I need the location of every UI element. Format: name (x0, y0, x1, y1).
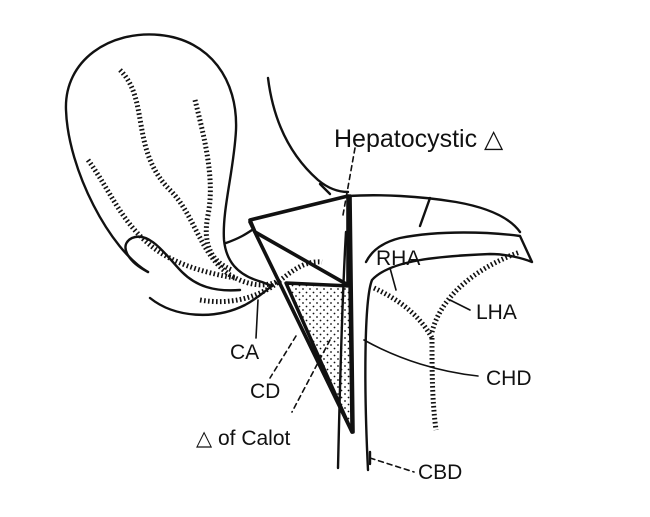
leader-chd (363, 339, 479, 377)
label-chd: CHD (486, 367, 532, 390)
leader-lha (449, 299, 471, 311)
calot-edge-left (248, 220, 354, 434)
cystic-artery-branch-2 (192, 99, 234, 273)
leader-cd (269, 335, 297, 379)
chd-left-wall (336, 230, 348, 470)
label-ca: CA (230, 341, 260, 364)
liver-inferior-surface (224, 228, 254, 245)
cystic-artery-branch-1 (118, 68, 277, 288)
liver-edge (266, 76, 350, 194)
hepatocystic-plane (248, 194, 350, 287)
common-hepatic-artery (429, 337, 439, 431)
leader-cbd (369, 457, 415, 473)
label-triangle-of-calot: △ of Calot (196, 427, 291, 450)
label-cbd: CBD (418, 461, 463, 484)
calot-edge-right (348, 194, 355, 434)
leader-rha (389, 267, 397, 291)
chd-right-wall (364, 231, 534, 472)
label-lha: LHA (476, 301, 517, 324)
label-cd: CD (250, 380, 281, 403)
right-hepatic-artery (372, 285, 435, 340)
tick-liver (318, 182, 332, 196)
label-rha: RHA (376, 247, 421, 270)
gallbladder-outline (64, 33, 274, 288)
liver-fold-line (418, 196, 432, 228)
label-hepatocystic-triangle: Hepatocystic △ (334, 125, 504, 153)
cystic-artery-main (199, 259, 323, 305)
leader-hepatocystic (342, 147, 356, 216)
gallbladder-neck (148, 284, 274, 317)
leader-calot (291, 339, 331, 413)
leader-ca (255, 299, 259, 339)
liver-surface (346, 194, 522, 234)
gallbladder-fold (124, 235, 242, 292)
